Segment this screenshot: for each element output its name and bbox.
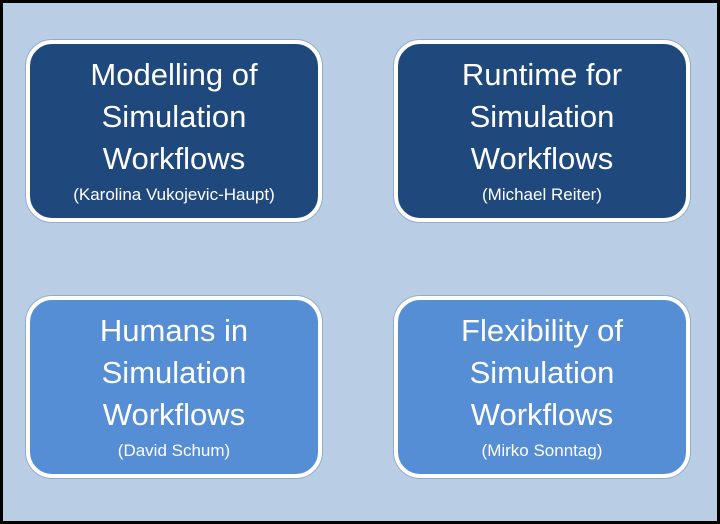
- box-humans-in-simulation-workflows: Humans in Simulation Workflows (David Sc…: [26, 296, 322, 478]
- box-title-line: Modelling of: [90, 57, 258, 92]
- box-title-line: Workflows: [102, 397, 246, 432]
- box-title-line: Simulation: [101, 99, 247, 134]
- box-title-line: Workflows: [102, 141, 246, 176]
- box-modelling-of-simulation-workflows: Modelling of Simulation Workflows (Karol…: [26, 40, 322, 222]
- box-title-line: Runtime for: [461, 57, 623, 92]
- box-title-line: Simulation: [101, 355, 247, 390]
- box-author: (David Schum): [117, 441, 231, 460]
- box-title-line: Simulation: [469, 99, 615, 134]
- box-author: (Mirko Sonntag): [481, 441, 603, 460]
- box-title-line: Simulation: [469, 355, 615, 390]
- box-author: (Karolina Vukojevic-Haupt): [73, 185, 275, 204]
- box-title-line: Flexibility of: [461, 313, 623, 348]
- box-title-line: Humans in: [99, 313, 249, 348]
- box-author: (Michael Reiter): [482, 185, 602, 204]
- box-title-line: Workflows: [470, 397, 614, 432]
- box-flexibility-of-simulation-workflows: Flexibility of Simulation Workflows (Mir…: [394, 296, 690, 478]
- box-runtime-for-simulation-workflows: Runtime for Simulation Workflows (Michae…: [394, 40, 690, 222]
- box-title-line: Workflows: [470, 141, 614, 176]
